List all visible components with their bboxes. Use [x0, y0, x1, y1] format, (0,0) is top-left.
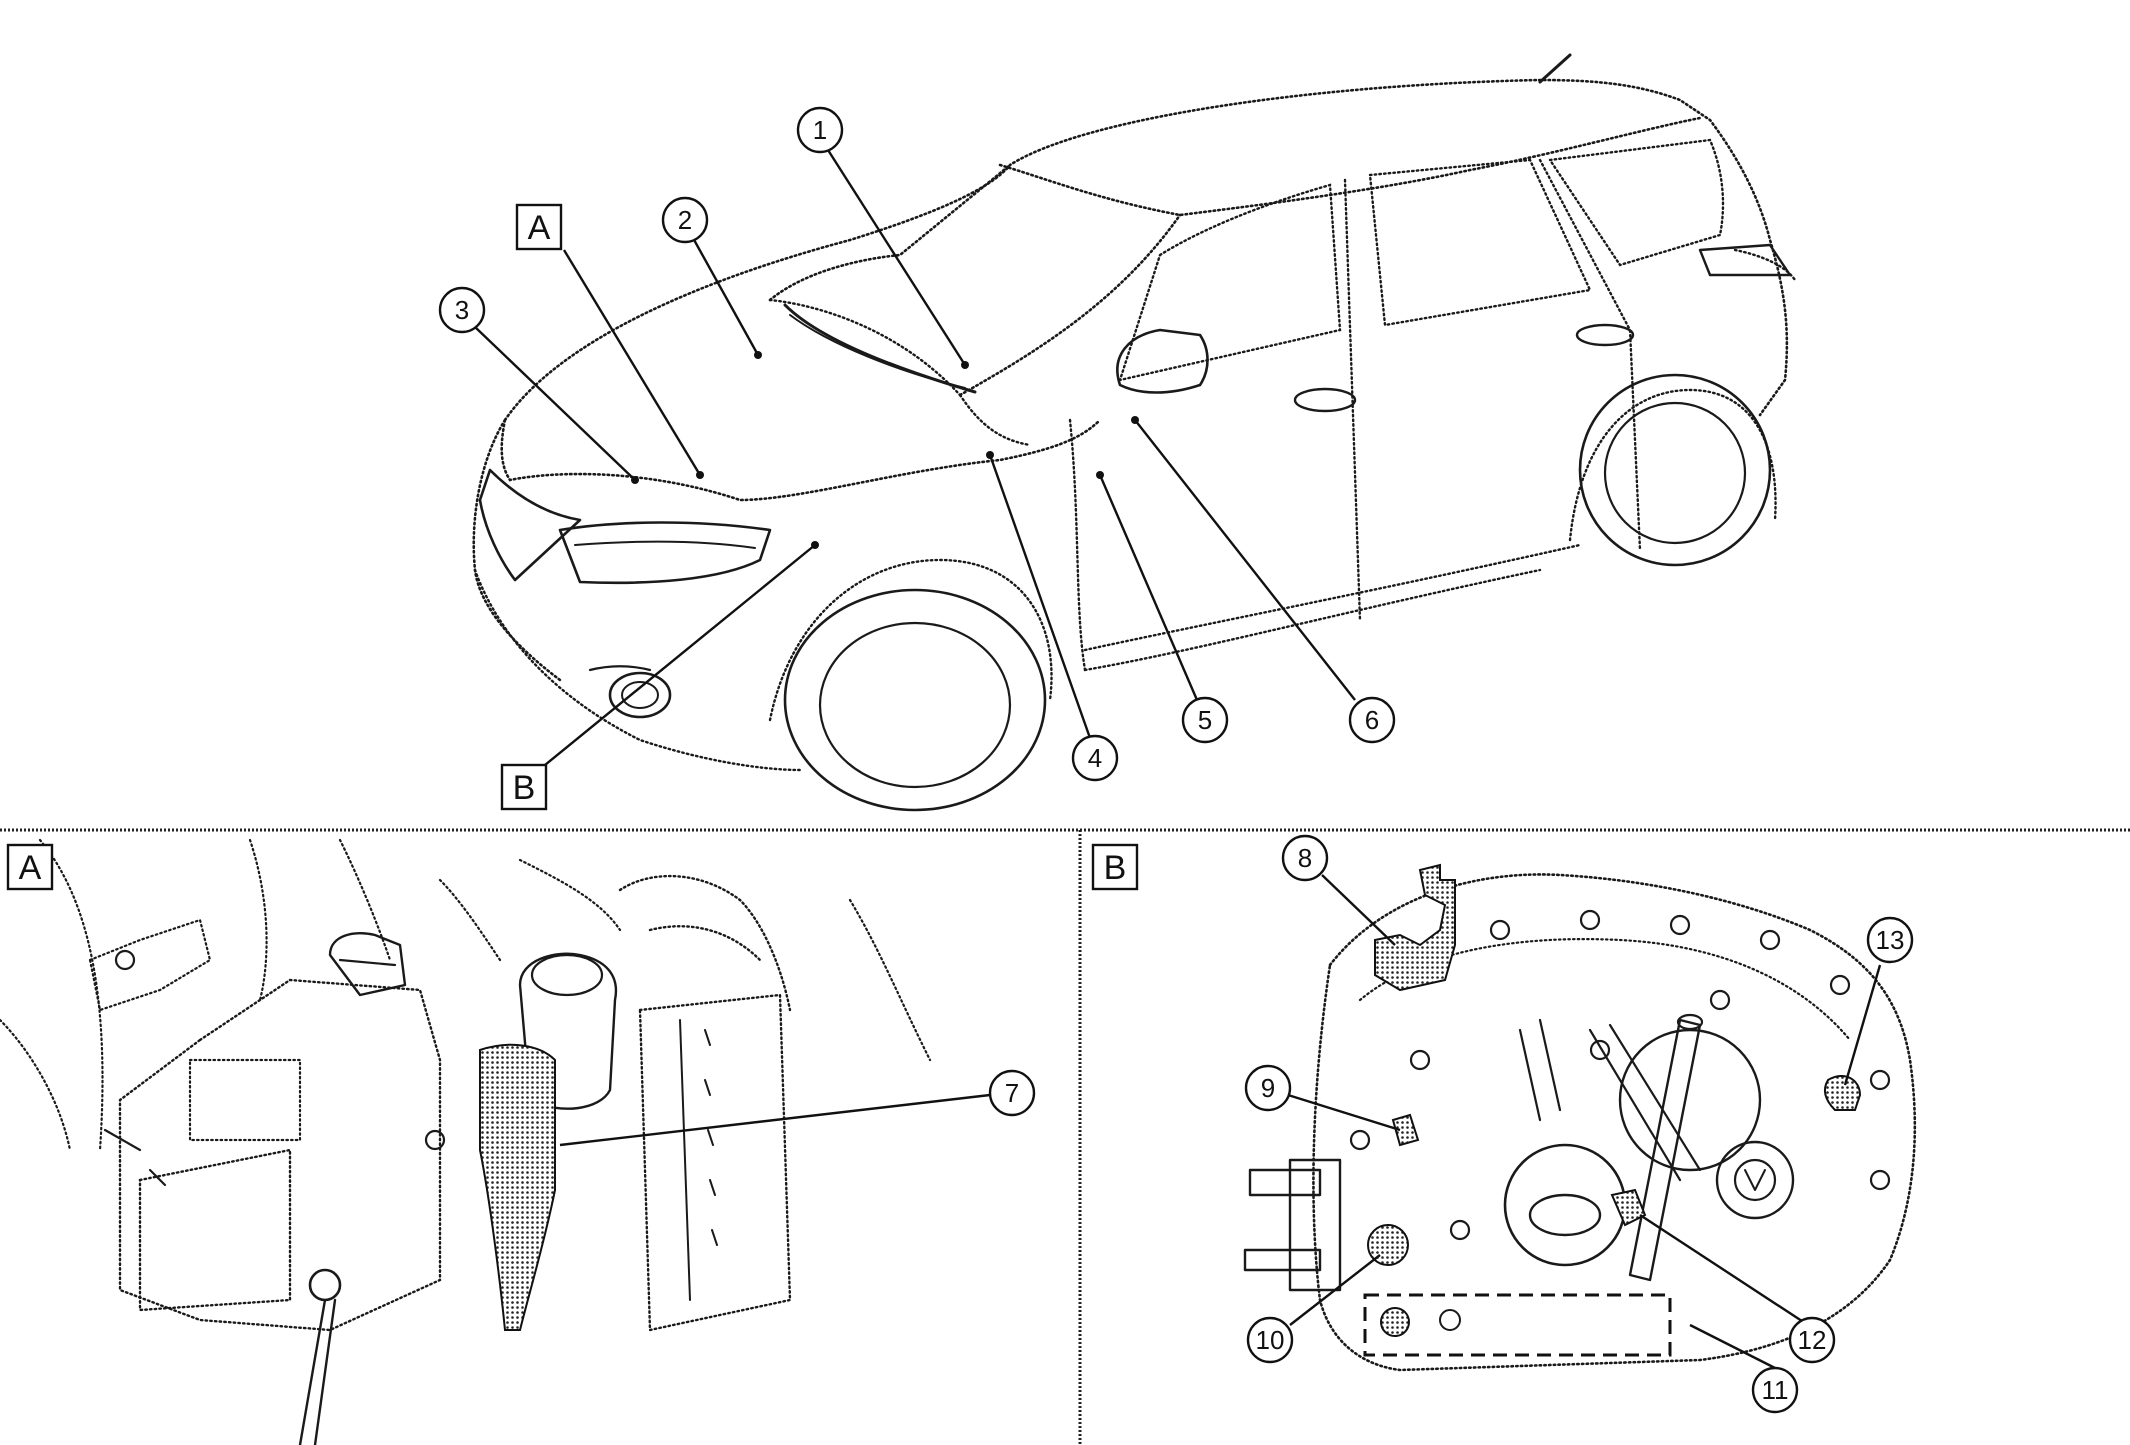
- view-b-marker: B: [500, 763, 548, 811]
- svg-text:12: 12: [1798, 1325, 1827, 1355]
- svg-text:11: 11: [1762, 1375, 1789, 1405]
- svg-text:13: 13: [1876, 925, 1905, 955]
- panel-dividers: [0, 828, 2130, 1445]
- callout-12: 12: [1788, 1316, 1836, 1364]
- callout-10: 10: [1246, 1316, 1294, 1364]
- callout-3: 3: [438, 286, 486, 334]
- callout-2: 2: [661, 196, 709, 244]
- leader-line-7: [559, 1093, 991, 1147]
- svg-text:1: 1: [813, 115, 827, 145]
- svg-text:A: A: [528, 209, 551, 247]
- svg-text:6: 6: [1365, 705, 1379, 735]
- svg-text:10: 10: [1256, 1325, 1285, 1355]
- panel-a-engine-bay: [0, 838, 932, 1445]
- svg-text:B: B: [513, 769, 536, 807]
- panel-b-label: B: [1091, 843, 1139, 891]
- callout-5: 5: [1181, 696, 1229, 744]
- svg-text:5: 5: [1198, 705, 1212, 735]
- vehicle-illustration: [472, 53, 1797, 812]
- svg-text:3: 3: [455, 295, 469, 325]
- svg-text:9: 9: [1261, 1073, 1275, 1103]
- svg-text:A: A: [19, 849, 42, 887]
- panel-a-label: A: [6, 843, 54, 891]
- svg-text:B: B: [1104, 849, 1127, 887]
- callout-4: 4: [1071, 734, 1119, 782]
- svg-text:7: 7: [1005, 1078, 1019, 1108]
- callout-8: 8: [1281, 834, 1329, 882]
- svg-text:4: 4: [1088, 743, 1102, 773]
- view-a-marker: A: [515, 203, 563, 251]
- svg-text:2: 2: [678, 205, 692, 235]
- callout-1: 1: [796, 106, 844, 154]
- svg-text:8: 8: [1298, 843, 1312, 873]
- callout-7: 7: [988, 1069, 1036, 1117]
- callout-13: 13: [1866, 916, 1914, 964]
- leader-lines-panel-b: [1287, 874, 1882, 1370]
- callout-6: 6: [1348, 696, 1396, 744]
- callout-9: 9: [1244, 1064, 1292, 1112]
- leader-lines-vehicle: [474, 149, 1356, 766]
- callout-11: 11: [1751, 1366, 1799, 1414]
- panel-b-transaxle: [1243, 863, 1917, 1372]
